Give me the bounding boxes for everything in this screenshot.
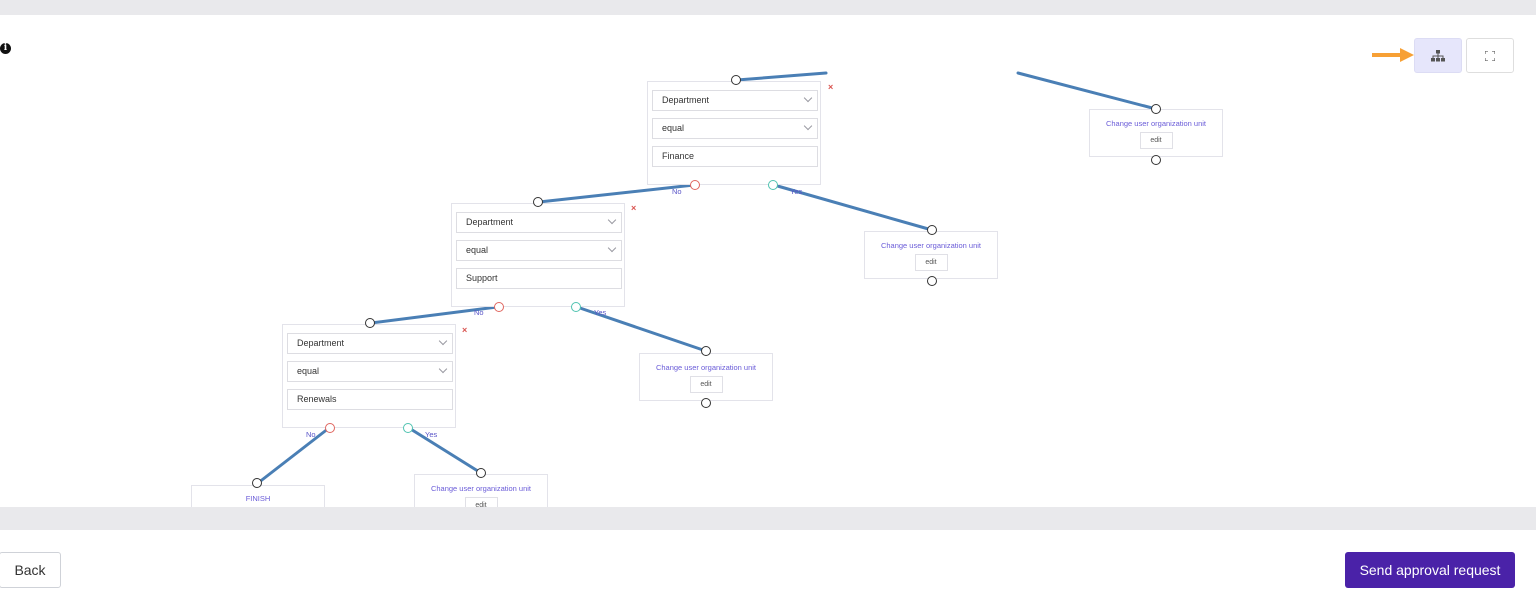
edit-button[interactable]: edit (464, 497, 498, 507)
bottom-band (0, 507, 1536, 530)
no-port[interactable] (494, 302, 504, 312)
output-port[interactable] (1151, 155, 1161, 165)
edit-button[interactable]: edit (1139, 132, 1173, 149)
branch-label-yes: Yes (790, 187, 803, 196)
condition-value-input[interactable]: Support (456, 268, 622, 289)
condition-field-value: Department (297, 338, 345, 348)
condition-node-support: Department equal Support (451, 203, 625, 307)
input-port[interactable] (252, 478, 262, 488)
edge-renewals-no (256, 426, 331, 485)
branch-label-yes: Yes (594, 308, 607, 317)
yes-port[interactable] (571, 302, 581, 312)
hint-arrow-icon (1372, 48, 1414, 62)
condition-operator-select[interactable]: equal (652, 118, 818, 139)
flow-edges (256, 71, 1158, 485)
condition-field-value: Department (662, 95, 710, 105)
branch-label-no: No (306, 430, 316, 439)
condition-field-value: Department (466, 217, 514, 227)
chevron-down-icon (803, 93, 813, 103)
condition-node-finance: Department equal Finance (647, 81, 821, 185)
edge-finance-yes (772, 183, 934, 232)
action-title: Change user organization unit (430, 484, 532, 493)
edge-renewals-yes (407, 426, 483, 475)
output-port[interactable] (927, 276, 937, 286)
condition-operator-value: equal (466, 245, 489, 255)
no-port[interactable] (325, 423, 335, 433)
condition-field-select[interactable]: Department (287, 333, 453, 354)
back-button[interactable]: Back (0, 552, 61, 588)
condition-field-select[interactable]: Department (652, 90, 818, 111)
input-port[interactable] (1151, 104, 1161, 114)
edge-finance-no (537, 183, 696, 204)
finish-node: FINISH (191, 485, 325, 507)
condition-node-renewals: Department equal Renewals (282, 324, 456, 428)
action-node-top: Change user organization unit edit (1089, 109, 1223, 157)
workflow-canvas[interactable]: Department equal Finance × Department eq… (0, 15, 1536, 507)
action-node-renewals-yes: Change user organization unit edit (414, 474, 548, 507)
condition-value-input[interactable]: Renewals (287, 389, 453, 410)
condition-operator-value: equal (662, 123, 685, 133)
condition-value-text: Renewals (297, 394, 337, 404)
edit-button[interactable]: edit (689, 376, 723, 393)
condition-operator-select[interactable]: equal (287, 361, 453, 382)
edge-support-yes (575, 305, 708, 353)
fullscreen-button[interactable] (1466, 38, 1514, 73)
input-port[interactable] (731, 75, 741, 85)
info-icon[interactable]: i (0, 43, 11, 54)
input-port[interactable] (701, 346, 711, 356)
edge-support-no (369, 305, 499, 325)
delete-node-icon[interactable]: × (631, 203, 637, 213)
chevron-down-icon (607, 243, 617, 253)
condition-operator-select[interactable]: equal (456, 240, 622, 261)
chevron-down-icon (803, 121, 813, 131)
yes-port[interactable] (403, 423, 413, 433)
condition-value-text: Finance (662, 151, 695, 161)
branch-label-no: No (474, 308, 484, 317)
output-port[interactable] (701, 398, 711, 408)
condition-value-input[interactable]: Finance (652, 146, 818, 167)
delete-node-icon[interactable]: × (828, 82, 834, 92)
no-port[interactable] (690, 180, 700, 190)
input-port[interactable] (365, 318, 375, 328)
action-title: Change user organization unit (655, 363, 757, 372)
action-title: Change user organization unit (1105, 119, 1207, 128)
chevron-down-icon (438, 364, 448, 374)
branch-label-yes: Yes (425, 430, 438, 439)
chevron-down-icon (438, 336, 448, 346)
condition-value-text: Support (466, 273, 498, 283)
send-approval-request-button[interactable]: Send approval request (1345, 552, 1515, 588)
action-node-support-yes: Change user organization unit edit (639, 353, 773, 401)
yes-port[interactable] (768, 180, 778, 190)
input-port[interactable] (533, 197, 543, 207)
input-port[interactable] (927, 225, 937, 235)
finish-label: FINISH (245, 494, 271, 503)
edge-root-to-action-top (1016, 71, 1158, 111)
branch-label-no: No (672, 187, 682, 196)
condition-operator-value: equal (297, 366, 320, 376)
edit-button[interactable]: edit (914, 254, 948, 271)
input-port[interactable] (476, 468, 486, 478)
tree-layout-button[interactable] (1414, 38, 1462, 73)
chevron-down-icon (607, 215, 617, 225)
edge-root-to-finance (735, 71, 828, 82)
action-title: Change user organization unit (880, 241, 982, 250)
sitemap-icon (1431, 49, 1445, 61)
action-node-finance-yes: Change user organization unit edit (864, 231, 998, 279)
condition-field-select[interactable]: Department (456, 212, 622, 233)
expand-icon (1485, 50, 1495, 61)
top-band (0, 0, 1536, 15)
delete-node-icon[interactable]: × (462, 325, 468, 335)
